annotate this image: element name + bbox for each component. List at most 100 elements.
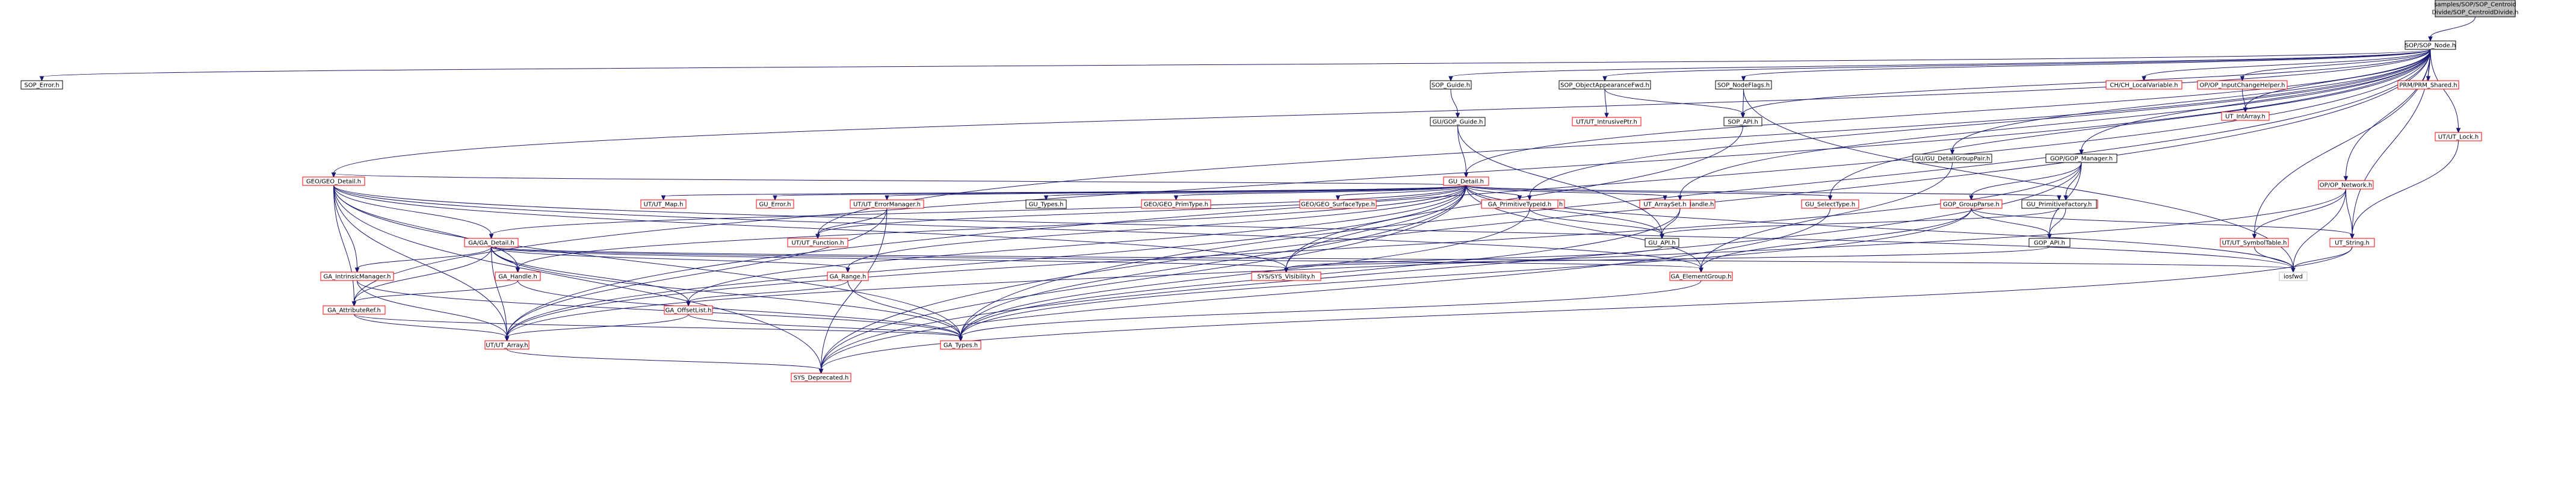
node-label: SOP_ObjectAppearanceFwd.h xyxy=(1560,82,1649,89)
edge-sop_node-to-ut_string xyxy=(2350,49,2431,240)
node-layer: samples/SOP/SOP_CentroidDivide/SOP_Centr… xyxy=(20,0,2519,382)
edge-gop_groupparse-to-ut_string xyxy=(1971,208,2355,240)
node-op_network: OP/OP_Network.h xyxy=(2318,180,2374,190)
node-sop_error[interactable]: SOP_Error.h xyxy=(20,80,63,90)
edge-op_network-to-ut_array xyxy=(504,188,2346,342)
node-label: GU/GU_DetailGroupPair.h xyxy=(1915,156,1991,163)
node-gu_selecttype: GU_SelectType.h xyxy=(1801,199,1859,209)
node-label: SYS_Deprecated.h xyxy=(794,375,849,382)
edge-gu_detail-to-ga_primtypeid xyxy=(1466,185,1522,201)
node-sop_node[interactable]: SOP/SOP_Node.h xyxy=(2405,40,2456,50)
node-label: iosfwd xyxy=(2284,274,2303,281)
node-label: SOP_Guide.h xyxy=(1432,82,1470,89)
node-label: GEO/GEO_SurfaceType.h xyxy=(1301,202,1375,208)
node-ut_arrayset: UT_ArraySet.h xyxy=(1639,199,1691,209)
node-label: GU_Error.h xyxy=(759,202,791,208)
edge-gu_detail-to-ut_arrayset xyxy=(1466,185,1667,201)
node-ut_string: UT_String.h xyxy=(2329,238,2375,247)
node-ut_lock: UT/UT_Lock.h xyxy=(2435,132,2482,141)
node-geo_detail: GEO/GEO_Detail.h xyxy=(302,176,365,186)
edge-gu_detail-to-gu_api xyxy=(1466,185,1664,240)
edge-gu_detail-to-ut_errormanager xyxy=(885,185,1466,201)
node-label: UT/UT_Function.h xyxy=(791,240,844,247)
edge-gu_detail-to-gu_types xyxy=(1043,185,1466,201)
node-label: GA_IntrinsicManager.h xyxy=(324,274,391,281)
edge-sop_objapp-to-sop_api xyxy=(1604,88,1746,119)
node-sys_deprecated: SYS_Deprecated.h xyxy=(791,373,851,382)
node-gop_api[interactable]: GOP_API.h xyxy=(2028,238,2071,247)
node-label: GU_Types.h xyxy=(1029,202,1064,208)
node-label: SOP/SOP_Node.h xyxy=(2405,43,2456,49)
edge-op_network-to-ut_string xyxy=(2346,188,2355,240)
node-label: GA_PrimitiveTypeId.h xyxy=(1488,202,1551,208)
node-label: OP/OP_InputChangeHelper.h xyxy=(2199,82,2285,89)
edge-ga_detail-to-sys_visibility xyxy=(491,246,1289,273)
node-ut_intarray: UT_IntArray.h xyxy=(2221,111,2270,121)
edge-ga_detail-to-ga_intrinsicmgr xyxy=(354,246,492,273)
node-ga_primtypeid: GA_PrimitiveTypeId.h xyxy=(1481,199,1558,209)
node-gu_detailgrouppair[interactable]: GU/GU_DetailGroupPair.h xyxy=(1912,154,1992,163)
node-label: GA_OffsetList.h xyxy=(666,308,712,314)
edge-geo_detail-to-ga_intrinsicmgr xyxy=(333,185,360,273)
node-gu_error: GU_Error.h xyxy=(756,199,794,209)
edge-ut_array-to-sys_deprecated xyxy=(507,349,824,374)
edge-layer xyxy=(39,16,2476,374)
edge-ga_detail-to-iosfwd xyxy=(491,246,2296,273)
edge-sop_node-to-op_inputchange xyxy=(2240,49,2431,82)
edge-sop_node-to-sop_error xyxy=(39,49,2431,82)
node-gu_primfactory[interactable]: GU_PrimitiveFactory.h xyxy=(2021,199,2097,209)
edge-gop_groupparse-to-ga_types xyxy=(958,208,1972,342)
node-sop_guide[interactable]: SOP_Guide.h xyxy=(1430,80,1472,90)
edge-sop_guide-to-gu_guide xyxy=(1450,88,1460,119)
edge-sop_node-to-sop_objapp xyxy=(1602,49,2431,82)
edge-gu_detail-to-sys_deprecated xyxy=(818,185,1466,374)
edge-sop_node-to-sop_guide xyxy=(1448,49,2431,82)
node-label: CH/CH_LocalVariable.h xyxy=(2110,82,2178,89)
node-ga_intrinsicmgr: GA_IntrinsicManager.h xyxy=(320,272,394,281)
edge-gu_guide-to-gu_detail xyxy=(1457,125,1469,178)
node-root[interactable]: samples/SOP/SOP_CentroidDivide/SOP_Centr… xyxy=(2432,0,2519,17)
node-gu_detail: GU_Detail.h xyxy=(1443,176,1489,186)
node-gop_manager[interactable]: GOP/GOP_Manager.h xyxy=(2045,154,2117,163)
edge-sop_node-to-gu_selecttype xyxy=(1827,49,2431,201)
node-sop_api[interactable]: SOP_API.h xyxy=(1723,117,1762,126)
node-sop_nodeflags[interactable]: SOP_NodeFlags.h xyxy=(1715,80,1772,90)
node-prm_shared: PRM/PRM_Shared.h xyxy=(2397,80,2459,90)
node-label: SOP_Error.h xyxy=(24,82,59,89)
node-gu_guide[interactable]: GU/GOP_Guide.h xyxy=(1430,117,1486,126)
node-label: samples/SOP/SOP_Centroid xyxy=(2434,2,2516,8)
edge-geo_detail-to-sys_visibility xyxy=(333,185,1289,273)
edge-sop_node-to-sop_nodeflags xyxy=(1741,49,2431,82)
edge-sop_node-to-ut_lock xyxy=(2430,49,2461,134)
edge-sop_node-to-gu_selectionset xyxy=(1527,49,2431,201)
edge-ga_handle-to-ga_attributeref xyxy=(351,280,518,307)
node-label: UT/UT_Map.h xyxy=(644,202,684,208)
node-label: GOP/GOP_Manager.h xyxy=(2050,156,2113,163)
node-ga_detail: GA/GA_Detail.h xyxy=(464,238,519,247)
node-gu_types[interactable]: GU_Types.h xyxy=(1025,199,1067,209)
edge-sop_node-to-gop_manager xyxy=(2079,49,2431,155)
node-label: GA_Types.h xyxy=(944,343,978,349)
node-label: GA_AttributeRef.h xyxy=(327,308,381,314)
node-label: GA_ElementGroup.h xyxy=(1671,274,1732,281)
edge-gop_manager-to-gop_groupparse xyxy=(1969,162,2082,201)
edge-op_network-to-ut_symboltable xyxy=(2252,188,2346,240)
node-sop_objapp[interactable]: SOP_ObjectAppearanceFwd.h xyxy=(1558,80,1651,90)
node-label: Divide/SOP_CentroidDivide.h xyxy=(2432,10,2518,16)
edge-gu_detail-to-geo_surfacetype xyxy=(1335,185,1466,201)
edge-ga_detail-to-ut_array xyxy=(491,246,510,342)
node-ga_attributeref: GA_AttributeRef.h xyxy=(323,305,386,315)
node-gu_api[interactable]: GU_API.h xyxy=(1645,238,1679,247)
node-ga_offsetlist: GA_OffsetList.h xyxy=(664,305,713,315)
node-label: GEO/GEO_Detail.h xyxy=(306,179,361,185)
node-ga_handle: GA_Handle.h xyxy=(495,272,541,281)
node-ut_function: UT/UT_Function.h xyxy=(787,238,848,247)
node-ut_symboltable: UT/UT_SymbolTable.h xyxy=(2220,238,2289,247)
edge-gop_adhoc-to-gop_api xyxy=(2047,208,2066,240)
node-geo_primtype: GEO/GEO_PrimType.h xyxy=(1141,199,1211,209)
node-label: UT/UT_Lock.h xyxy=(2438,134,2479,141)
node-label: GU_PrimitiveFactory.h xyxy=(2027,202,2092,208)
node-label: GOP_API.h xyxy=(2034,240,2065,247)
edge-ga_detail-to-ga_elementgroup xyxy=(491,246,1703,273)
node-label: GU_SelectType.h xyxy=(1805,202,1855,208)
